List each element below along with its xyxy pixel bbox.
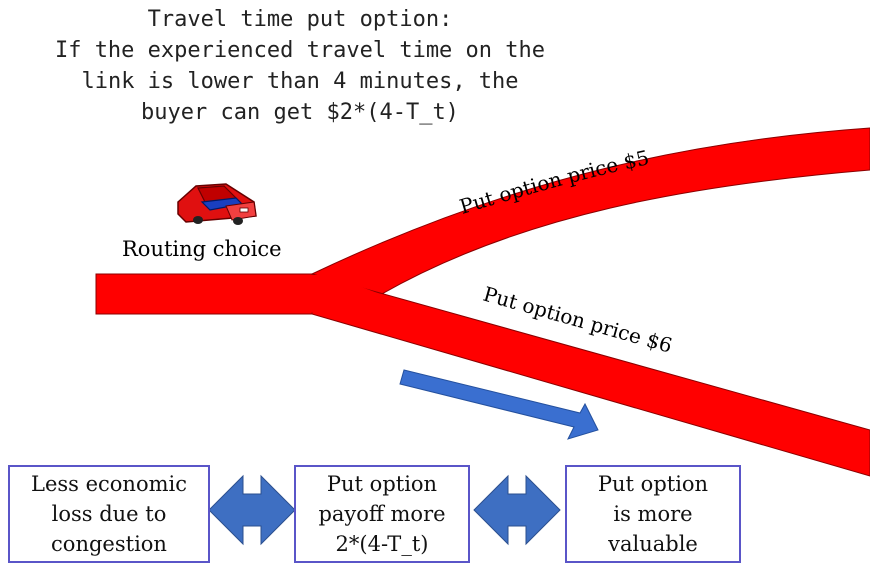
routing-choice-label: Routing choice (122, 237, 282, 261)
direction-arrow-icon (399, 369, 599, 440)
box-line: loss due to (51, 502, 167, 526)
box-line: congestion (51, 532, 167, 556)
caption-line: If the experienced travel time on the (54, 38, 546, 63)
box-line: valuable (608, 532, 698, 556)
caption: Travel time put option: If the experienc… (20, 4, 580, 128)
box-line: Put option (326, 472, 438, 496)
box-line: is more (613, 502, 693, 526)
info-box-payoff: Put option payoff more 2*(4-T_t) (294, 465, 470, 563)
caption-line: buyer can get $2*(4-T_t) (141, 100, 459, 125)
box-line: Put option (597, 472, 709, 496)
double-arrow-icon (473, 474, 561, 546)
box-line: 2*(4-T_t) (335, 532, 429, 556)
box-line: Less economic (31, 472, 187, 496)
box-line: payoff more (318, 502, 446, 526)
double-arrow-icon (208, 474, 296, 546)
caption-line: link is lower than 4 minutes, the (81, 69, 519, 94)
main-road (95, 273, 313, 315)
info-box-economic-loss: Less economic loss due to congestion (8, 465, 210, 563)
caption-line: Travel time put option: (147, 7, 453, 32)
info-box-valuable: Put option is more valuable (565, 465, 741, 563)
lower-road (311, 273, 870, 477)
upper-road (310, 127, 870, 296)
car-icon (177, 183, 257, 225)
